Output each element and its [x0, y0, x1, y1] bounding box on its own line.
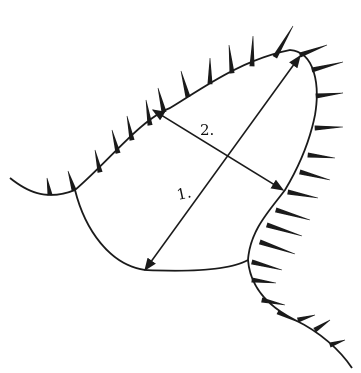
spine-mark — [316, 93, 343, 98]
spine-mark — [329, 340, 345, 347]
spine-mark — [277, 310, 298, 322]
spine-mark — [127, 116, 134, 140]
spine-mark — [288, 190, 318, 198]
spine-mark — [229, 45, 234, 73]
spine-group — [47, 26, 345, 347]
spine-mark — [266, 223, 302, 236]
spine-mark — [95, 150, 102, 172]
spine-mark — [251, 260, 282, 270]
left-tail-line — [10, 178, 75, 195]
spine-mark — [262, 298, 285, 305]
spine-mark — [315, 126, 343, 130]
spine-mark — [47, 178, 52, 195]
spine-mark — [158, 88, 166, 113]
spine-mark — [308, 153, 335, 158]
measure-line-2 — [153, 110, 283, 190]
spine-mark — [112, 130, 120, 154]
spine-mark — [311, 62, 343, 72]
spine-mark — [275, 208, 310, 220]
spine-mark — [273, 26, 293, 58]
measure-label-1: 1. — [175, 183, 193, 204]
spine-mark — [208, 58, 212, 84]
spine-mark — [299, 45, 327, 57]
spine-mark — [68, 171, 76, 191]
spine-mark — [297, 315, 315, 322]
spine-mark — [299, 170, 330, 180]
spine-mark — [314, 320, 330, 332]
right-lower-contour — [248, 260, 352, 368]
spine-mark — [252, 278, 276, 283]
measure-label-2: 2. — [200, 121, 214, 139]
spine-mark — [181, 71, 190, 98]
spine-mark — [259, 240, 295, 254]
measure-line-1 — [145, 56, 300, 270]
spine-mark — [250, 36, 254, 66]
